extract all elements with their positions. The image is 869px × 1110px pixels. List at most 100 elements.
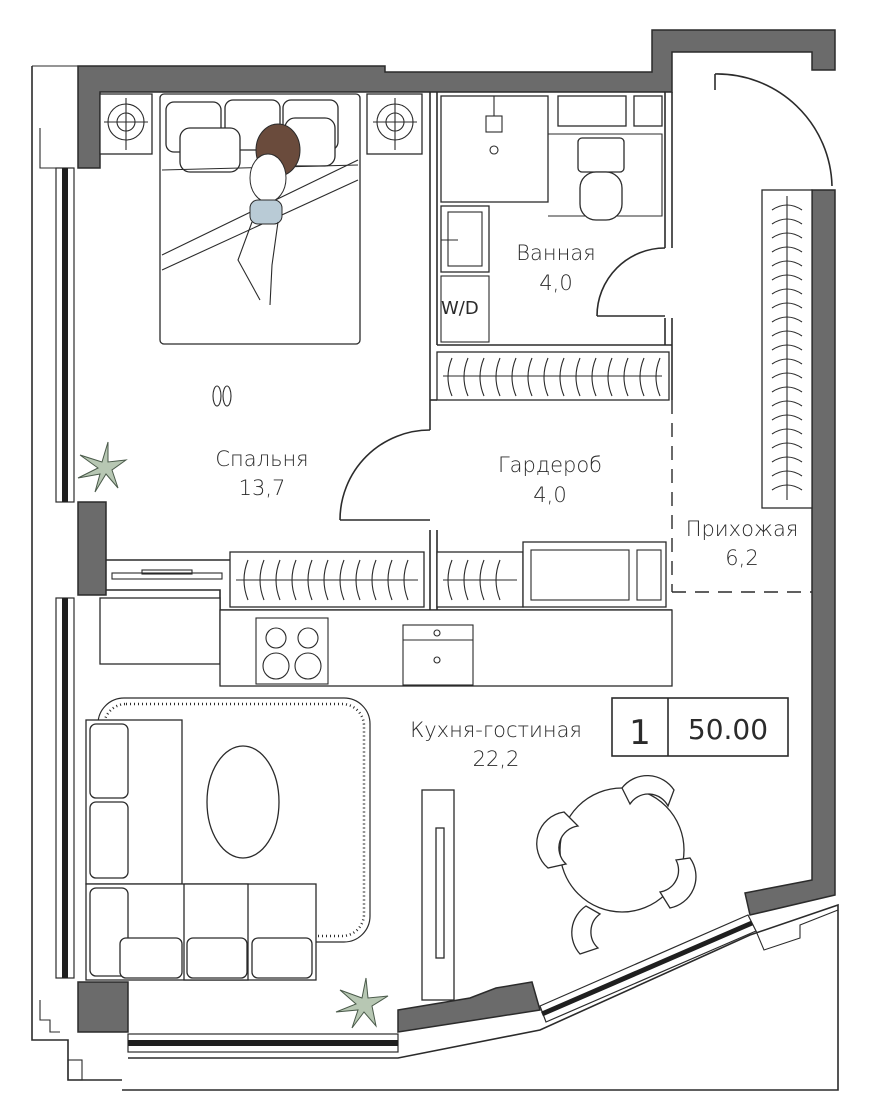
left-facade <box>31 65 122 1081</box>
hanger <box>771 316 803 323</box>
hanger <box>307 559 313 601</box>
hanger <box>339 559 345 601</box>
hanger <box>495 559 501 601</box>
wardrobe-rail-top <box>436 351 670 401</box>
kitchen-living-name: Кухня-гостиная <box>410 718 582 742</box>
washer-dryer-box <box>440 275 490 343</box>
rooms-count: 1 <box>629 713 651 753</box>
hanger <box>771 414 803 421</box>
bath-shelves <box>548 95 663 217</box>
bed <box>159 93 361 345</box>
hangers-small <box>447 559 501 601</box>
washer-dryer-label: W/D <box>441 298 479 319</box>
hanger <box>623 357 629 397</box>
tv-stand <box>111 569 223 580</box>
hanger <box>771 274 803 281</box>
kitchen-counter <box>99 597 673 687</box>
hanger <box>495 357 501 397</box>
hanger <box>479 559 485 601</box>
angled-window <box>539 909 839 1023</box>
kitchen-living-area: 22,2 <box>473 747 520 771</box>
hanger <box>771 470 803 477</box>
hanger <box>771 204 803 211</box>
total-area: 50.00 <box>688 713 768 746</box>
wardrobe-bottom-shelves <box>436 541 667 608</box>
hanger <box>771 442 803 449</box>
hanger <box>771 372 803 379</box>
shower <box>440 95 549 203</box>
sofa <box>85 719 317 981</box>
hanger <box>243 559 249 601</box>
plant-living <box>335 977 389 1029</box>
hanger <box>591 357 597 397</box>
hanger <box>291 559 297 601</box>
hanger <box>771 358 803 365</box>
door-entrance <box>714 73 833 187</box>
left-window-upper <box>55 167 75 503</box>
hanger <box>355 559 361 601</box>
hangers-hallway <box>771 204 803 491</box>
hanger <box>259 559 265 601</box>
hanger <box>771 400 803 407</box>
hallway-name: Прихожая <box>686 517 799 541</box>
hanger <box>463 559 469 601</box>
hanger <box>543 357 549 397</box>
hanger <box>655 357 661 397</box>
hanger <box>479 357 485 397</box>
coffee-table <box>206 745 280 859</box>
hanger <box>771 302 803 309</box>
bedroom-name: Спальня <box>215 447 308 471</box>
hanger <box>771 484 803 491</box>
cooktop <box>255 617 329 685</box>
bottom-window <box>122 903 839 1091</box>
hanger <box>323 559 329 601</box>
hanger <box>527 357 533 397</box>
wall-bottom-left <box>77 981 129 1033</box>
plant-bedroom <box>77 441 128 493</box>
hanger <box>771 330 803 337</box>
hallway-wardrobe <box>761 189 813 509</box>
nightstand-left <box>99 93 153 155</box>
bathroom-area: 4,0 <box>539 271 572 295</box>
apartment-badge: 1 50.00 <box>611 697 789 757</box>
kitchen-sink <box>402 624 474 686</box>
doors <box>339 73 833 521</box>
wall-left-pillar <box>77 501 107 596</box>
wall-bottom-mid <box>397 981 541 1033</box>
wardrobe-area: 4,0 <box>533 483 566 507</box>
door-bedroom <box>339 429 431 521</box>
hanger <box>447 357 453 397</box>
hanger <box>463 357 469 397</box>
left-window-lower <box>55 597 75 979</box>
slippers-icon <box>212 385 232 407</box>
bedroom-area: 13,7 <box>239 476 286 500</box>
hanger <box>403 559 409 601</box>
hanger <box>771 218 803 225</box>
hanger <box>771 428 803 435</box>
hanger <box>771 288 803 295</box>
wardrobe-name: Гардероб <box>498 453 602 477</box>
hanger <box>275 559 281 601</box>
hanger <box>639 357 645 397</box>
door-bathroom <box>596 247 666 317</box>
hanger <box>771 386 803 393</box>
hanger <box>771 232 803 239</box>
hangers-wardrobe <box>447 357 661 397</box>
nightstand-right <box>366 93 423 155</box>
hanger <box>771 246 803 253</box>
hanger <box>447 559 453 601</box>
bathroom-name: Ванная <box>516 241 595 265</box>
hallway-area: 6,2 <box>725 546 758 570</box>
hanger <box>575 357 581 397</box>
tv-console <box>421 789 455 1001</box>
hanger <box>511 357 517 397</box>
hanger <box>387 559 393 601</box>
hangers-bedroom <box>243 559 409 601</box>
hanger <box>771 260 803 267</box>
hanger <box>559 357 565 397</box>
sink-bath <box>440 205 490 273</box>
dining-table <box>536 774 697 955</box>
toilet <box>577 137 625 221</box>
hanger <box>607 357 613 397</box>
